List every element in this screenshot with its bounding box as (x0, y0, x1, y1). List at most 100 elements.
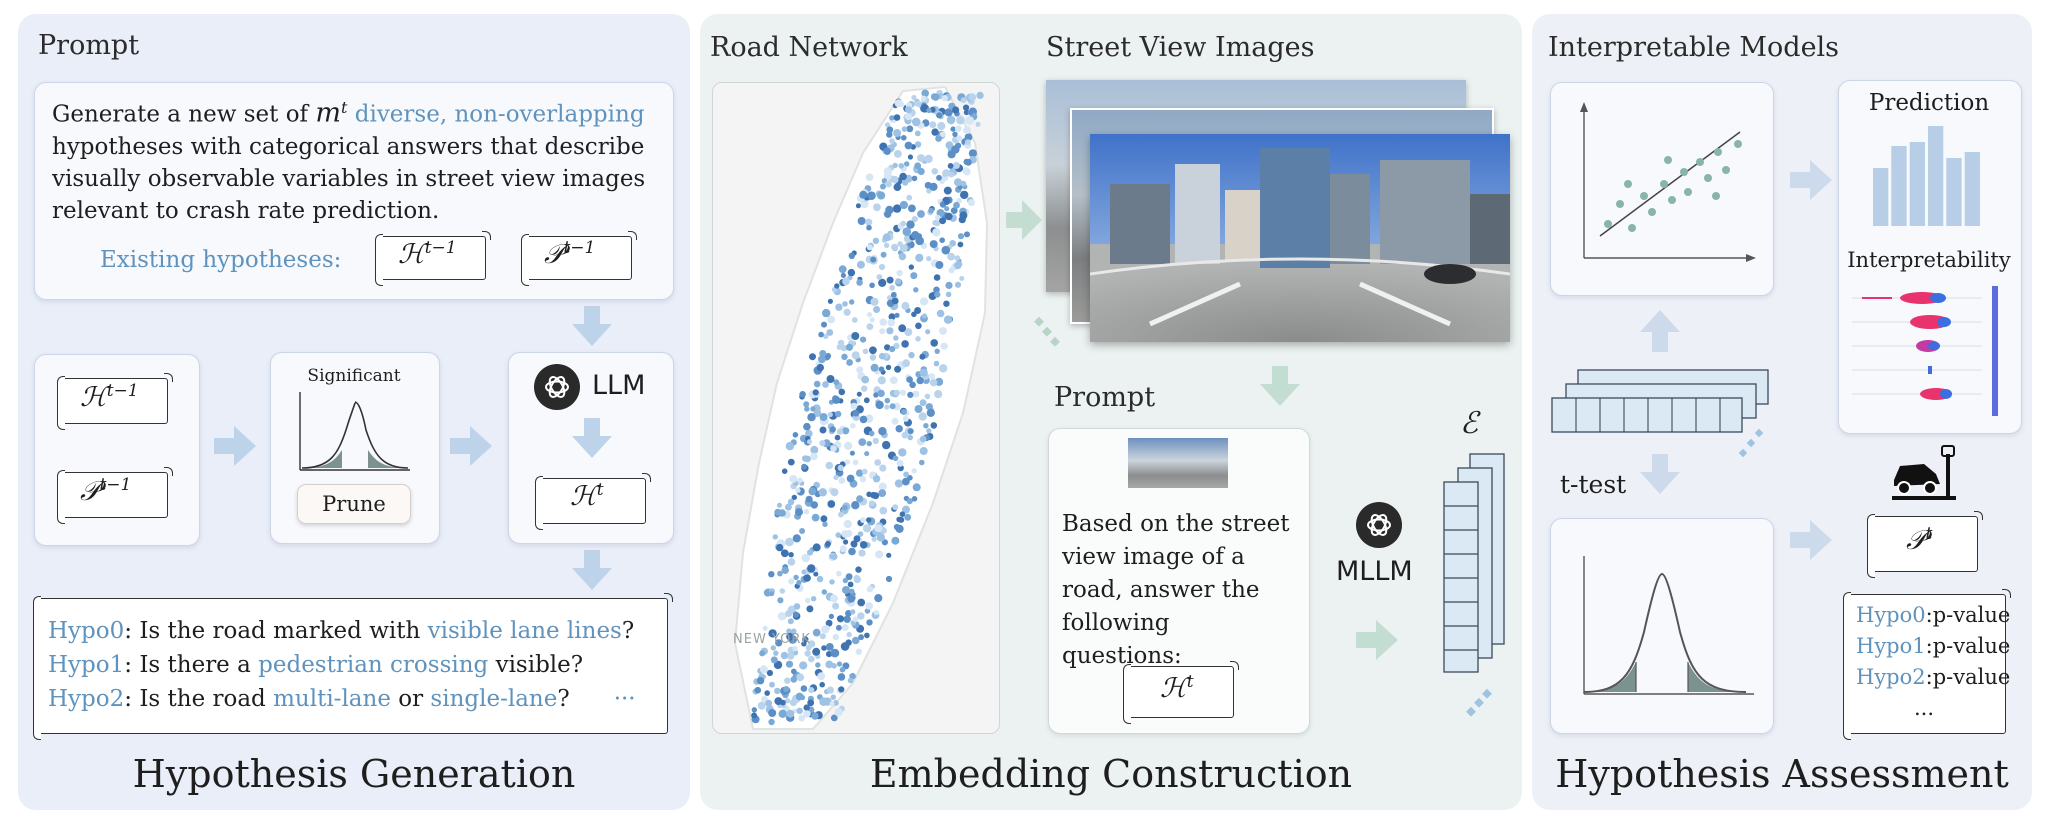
significance-curve (299, 392, 410, 471)
map-dot (811, 712, 819, 720)
map-dot (928, 373, 936, 380)
map-dot (870, 256, 877, 263)
map-dot (812, 543, 821, 552)
map-dot (835, 532, 842, 538)
map-dot (894, 365, 902, 373)
map-dot (819, 350, 827, 358)
map-dot (785, 503, 792, 511)
map-dot (872, 437, 879, 445)
map-dot (956, 197, 962, 204)
map-dot (803, 422, 811, 431)
map-dot (831, 553, 838, 560)
map-dot (822, 521, 828, 527)
map-dot (787, 498, 795, 506)
map-dot (796, 707, 803, 714)
map-dot (779, 588, 786, 594)
map-dot (853, 574, 860, 581)
p-prev-symbol-2: 𝒫t−1 (80, 475, 132, 507)
map-dot (798, 714, 806, 722)
map-dot (953, 201, 960, 209)
map-dot (842, 427, 850, 435)
map-dot (787, 618, 794, 625)
map-dot (915, 253, 924, 262)
map-dot (873, 306, 881, 313)
map-dot (802, 455, 809, 462)
map-dot (805, 644, 812, 651)
map-dot (866, 323, 874, 330)
map-dot (921, 95, 927, 102)
map-dot (778, 509, 786, 517)
map-dot (882, 233, 891, 242)
map-dot (902, 415, 909, 422)
map-dot (905, 113, 912, 121)
map-dot (840, 272, 846, 278)
map-dot (952, 131, 958, 137)
map-dot (914, 100, 921, 107)
map-dot (777, 597, 784, 604)
map-dot (873, 610, 879, 616)
map-dot (896, 269, 903, 277)
map-dot (939, 131, 946, 138)
map-dot (891, 243, 899, 251)
map-dot (919, 459, 925, 466)
map-dot (893, 114, 901, 121)
map-dot (768, 718, 775, 726)
map-dot (926, 188, 932, 194)
map-dot (879, 318, 887, 326)
map-dot (925, 329, 931, 335)
prompt-text: Generate a new set of mt diverse, non-ov… (52, 92, 672, 227)
map-dot (791, 494, 797, 501)
map-dot (921, 313, 928, 319)
map-dot (790, 676, 798, 683)
map-dot (825, 461, 834, 470)
map-dot (915, 336, 921, 342)
map-dot (844, 441, 853, 450)
scatter-point (1616, 200, 1624, 208)
map-dot (856, 391, 862, 397)
embedding-prompt-title: Prompt (1054, 382, 1156, 413)
map-dot (899, 511, 906, 517)
map-dot (865, 218, 873, 226)
map-dot (823, 333, 829, 339)
map-dot (801, 553, 810, 563)
map-dot (821, 645, 827, 651)
map-dot (933, 360, 940, 367)
map-dot (827, 298, 833, 304)
map-dot (830, 488, 839, 497)
map-dot (866, 586, 874, 593)
map-dot (941, 245, 951, 255)
regression-box (1550, 82, 1774, 296)
map-dot (912, 483, 921, 492)
map-dot (919, 297, 929, 306)
map-dot (788, 578, 795, 585)
map-dot (841, 530, 850, 538)
map-dot (785, 610, 793, 617)
map-dot (774, 697, 783, 706)
map-dot (878, 352, 886, 360)
map-dot (828, 613, 834, 620)
map-dot (830, 594, 838, 603)
map-dot (889, 376, 898, 385)
map-dot (857, 531, 864, 537)
map-dot (894, 312, 900, 318)
map-dot (800, 685, 808, 692)
map-dot (902, 359, 910, 368)
map-dot (975, 121, 981, 127)
map-dot (804, 597, 811, 604)
map-dot (883, 147, 891, 155)
map-dot (919, 447, 928, 455)
map-dot (775, 639, 783, 647)
map-dot (836, 615, 845, 623)
map-dot (906, 376, 913, 383)
map-dot (851, 332, 860, 340)
map-dot (786, 652, 795, 660)
map-dot (856, 260, 865, 269)
map-dot (846, 631, 852, 638)
map-dot (783, 686, 790, 692)
map-dot (862, 348, 869, 355)
map-dot (886, 276, 894, 284)
map-dot (878, 366, 885, 373)
map-dot (804, 650, 811, 657)
map-dot (804, 406, 810, 412)
map-dot (811, 513, 820, 522)
